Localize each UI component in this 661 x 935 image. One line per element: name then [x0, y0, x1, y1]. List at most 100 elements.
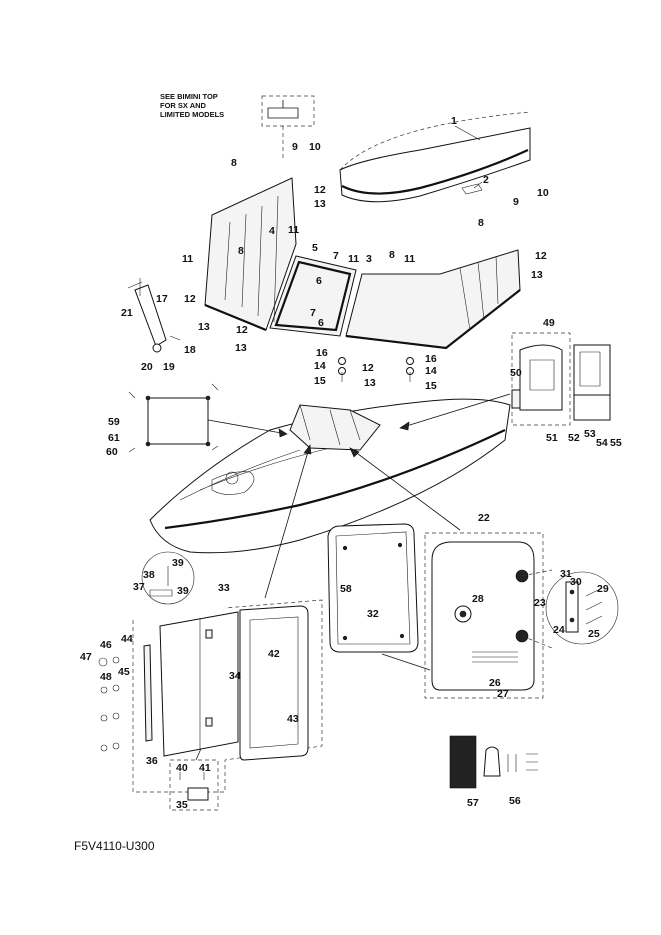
callout-38: 38	[143, 569, 155, 581]
callout-45: 45	[118, 666, 130, 678]
callout-22: 22	[478, 512, 490, 524]
callout-15-right: 15	[425, 380, 437, 392]
callout-58: 58	[340, 583, 352, 595]
callout-46: 46	[100, 639, 112, 651]
panel-59	[128, 383, 219, 453]
callout-6-upper: 6	[316, 275, 322, 287]
bimini-note: SEE BIMINI TOP FOR SX AND LIMITED MODELS	[160, 92, 315, 160]
callout-61: 61	[108, 432, 120, 444]
callout-11-a: 11	[182, 253, 193, 265]
callout-50: 50	[510, 367, 522, 379]
callout-6-lower: 6	[318, 317, 324, 329]
callout-12-a: 12	[314, 184, 326, 196]
callout-7-upper: 7	[333, 250, 339, 262]
callout-28: 28	[472, 593, 484, 605]
callout-39-lower: 39	[177, 585, 189, 597]
callout-13-b: 13	[198, 321, 210, 333]
callout-7-lower: 7	[310, 307, 316, 319]
callout-12-b: 12	[184, 293, 196, 305]
callout-23: 23	[534, 597, 546, 609]
callout-25: 25	[588, 628, 600, 640]
bimini-pole	[127, 278, 181, 353]
callout-36: 36	[146, 755, 158, 767]
callout-52: 52	[568, 432, 580, 444]
callout-9-right: 9	[513, 196, 519, 208]
callout-8-c: 8	[389, 249, 395, 261]
callout-21: 21	[121, 307, 133, 319]
callout-60: 60	[106, 446, 118, 458]
callout-8-d: 8	[478, 217, 484, 229]
callout-1: 1	[451, 115, 457, 127]
callout-10-right: 10	[537, 187, 549, 199]
callout-4: 4	[269, 225, 275, 237]
callout-44: 44	[121, 633, 133, 645]
callout-12-c: 12	[236, 324, 248, 336]
gasket-frame-58	[327, 523, 419, 653]
callout-12-e: 12	[535, 250, 547, 262]
misc-parts	[449, 735, 538, 789]
callout-19: 19	[163, 361, 175, 373]
callout-59: 59	[108, 416, 120, 428]
callout-37: 37	[133, 581, 145, 593]
callout-13-a: 13	[314, 198, 326, 210]
callout-11-b: 11	[288, 224, 299, 236]
cover-clip-icon	[461, 183, 483, 195]
cooler-assembly	[511, 332, 611, 426]
callout-8-a: 8	[231, 157, 237, 169]
callout-14-right: 14	[425, 365, 437, 377]
bimini-inset-box	[261, 95, 315, 127]
callout-labels: 1 2 3 4 5 6 6 7 7 8 8 8 8 9 9 10 10 11 1…	[80, 115, 622, 811]
callout-32: 32	[367, 608, 379, 620]
callout-18: 18	[184, 344, 196, 356]
callout-12-d: 12	[362, 362, 374, 374]
callout-57: 57	[467, 797, 479, 809]
callout-39-upper: 39	[172, 557, 184, 569]
callout-35: 35	[176, 799, 188, 811]
callout-5: 5	[312, 242, 318, 254]
callout-31: 31	[560, 568, 572, 580]
callout-29: 29	[597, 583, 609, 595]
reference-arrows	[195, 393, 511, 761]
bimini-bracket-icon	[267, 100, 299, 119]
callout-33: 33	[218, 582, 230, 594]
callout-16-right: 16	[425, 353, 437, 365]
callout-20: 20	[141, 361, 153, 373]
callout-34: 34	[229, 670, 241, 682]
callout-53: 53	[584, 428, 596, 440]
callout-48: 48	[100, 671, 112, 683]
callout-17: 17	[156, 293, 168, 305]
callout-13-d: 13	[364, 377, 376, 389]
callout-27: 27	[497, 688, 509, 700]
note-line-1: SEE BIMINI TOP	[160, 92, 218, 101]
callout-40: 40	[176, 762, 188, 774]
callout-43: 43	[287, 713, 299, 725]
note-line-3: LIMITED MODELS	[160, 110, 224, 119]
callout-24: 24	[553, 624, 565, 636]
windshield-top-cover	[339, 111, 531, 203]
callout-55: 55	[610, 437, 622, 449]
callout-26: 26	[489, 677, 501, 689]
callout-10-left: 10	[309, 141, 321, 153]
boat-hull	[149, 398, 511, 554]
windshield-frames	[204, 177, 521, 350]
callout-2: 2	[483, 174, 489, 186]
diagram-code: F5V4110-U300	[74, 839, 155, 853]
callout-30: 30	[570, 576, 582, 588]
callout-9-left: 9	[292, 141, 298, 153]
callout-15-left: 15	[314, 375, 326, 387]
note-line-2: FOR SX AND	[160, 101, 207, 110]
callout-51: 51	[546, 432, 558, 444]
callout-56: 56	[509, 795, 521, 807]
callout-13-c: 13	[235, 342, 247, 354]
callout-14-left: 14	[314, 360, 326, 372]
callout-11-d: 11	[404, 253, 415, 265]
callout-11-c: 11	[348, 253, 359, 265]
callout-13-e: 13	[531, 269, 543, 281]
callout-3: 3	[366, 253, 372, 265]
storage-lid-assembly	[424, 532, 619, 699]
mount-hardware	[338, 357, 414, 382]
door-assembly	[98, 551, 323, 811]
callout-42: 42	[268, 648, 280, 660]
callout-49: 49	[543, 317, 555, 329]
